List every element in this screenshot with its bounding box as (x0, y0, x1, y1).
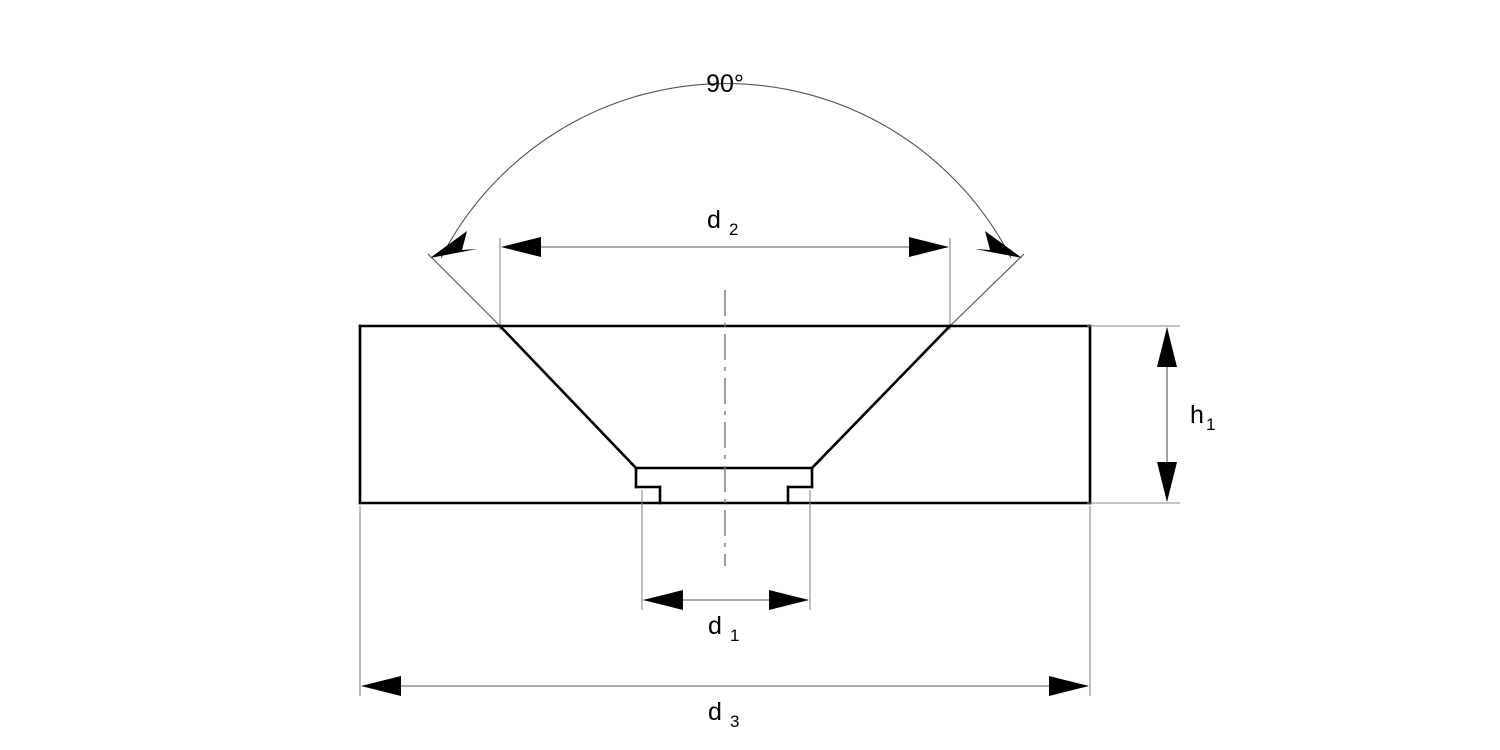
angle-arc-right-arrowhead (975, 231, 1022, 258)
h1-arrowhead-top (1157, 327, 1177, 367)
d2-arrowhead-left (501, 237, 541, 257)
h1-label-subscript: 1 (1206, 415, 1215, 434)
h1-label: h (1190, 401, 1204, 429)
d1-dimension-group: d 1 (641, 490, 811, 645)
bore-profile-group (498, 324, 952, 505)
angle-arc-left-arrowhead (430, 231, 477, 258)
h1-dimension-group: h 1 (1087, 325, 1215, 504)
d2-label: d (707, 206, 721, 234)
angle-arc (440, 82, 1012, 259)
d2-arrowhead-right (909, 237, 949, 257)
d3-label: d (708, 698, 722, 726)
d3-dimension-group: d 3 (359, 506, 1091, 731)
countersink-chamfer-left (498, 324, 638, 470)
h1-arrowhead-bottom (1157, 462, 1177, 502)
angle-dimension-group: 90° (427, 70, 1025, 327)
d1-arrowhead-right (769, 590, 809, 610)
d2-dimension-group: d 2 (499, 206, 951, 330)
angle-leg-left-extension (427, 253, 501, 327)
d3-label-subscript: 3 (730, 712, 739, 731)
d1-label: d (708, 612, 722, 640)
angle-leg-right-extension (949, 253, 1025, 327)
countersink-chamfer-right (810, 324, 952, 470)
d1-label-subscript: 1 (730, 626, 739, 645)
angle-value-label: 90° (706, 70, 744, 98)
d3-arrowhead-right (1049, 676, 1089, 696)
d3-arrowhead-left (361, 676, 401, 696)
d1-arrowhead-left (643, 590, 683, 610)
d2-label-subscript: 2 (729, 220, 738, 239)
